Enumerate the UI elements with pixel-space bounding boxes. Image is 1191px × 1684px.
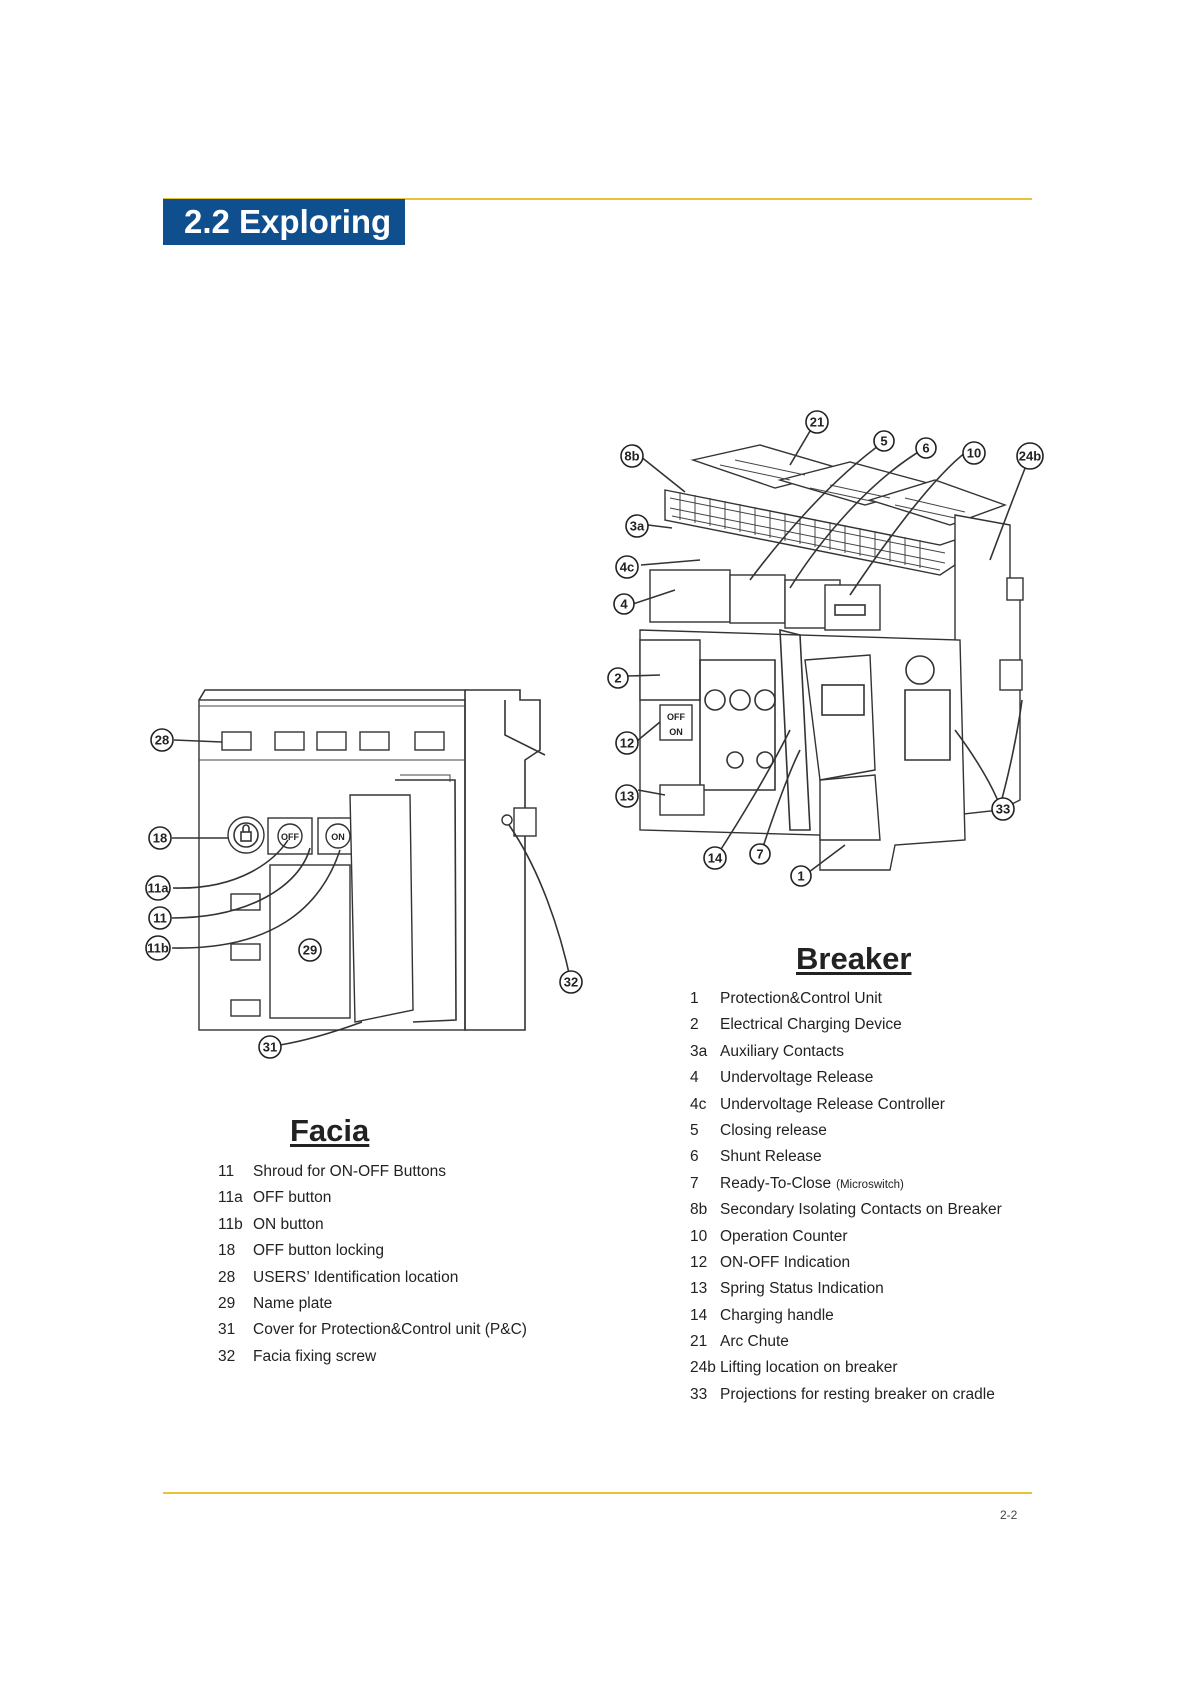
pc-cover — [349, 794, 414, 1023]
facia-callout-31: 31 — [258, 1035, 282, 1059]
section-title: 2.2 Exploring — [163, 199, 405, 245]
facia-callout-11: 11 — [148, 906, 172, 930]
svg-text:29: 29 — [303, 943, 317, 958]
facia-callout-29: 29 — [298, 938, 322, 962]
svg-text:31: 31 — [263, 1040, 277, 1055]
breaker-heading: Breaker — [796, 941, 912, 976]
page-number: 2-2 — [1000, 1508, 1018, 1522]
facia-heading: Facia — [290, 1113, 370, 1148]
svg-text:11a: 11a — [148, 881, 170, 896]
top-rule — [163, 198, 1032, 200]
facia-callout-28: 28 — [150, 728, 174, 752]
on-button — [325, 823, 351, 849]
svg-text:28: 28 — [155, 733, 169, 748]
facia-callout-18: 18 — [148, 826, 172, 850]
facia-fixing-screw — [501, 814, 513, 826]
off-button — [277, 823, 303, 849]
svg-text:18: 18 — [153, 831, 167, 846]
svg-text:11b: 11b — [147, 941, 169, 956]
facia-callout-11b: 11b — [145, 935, 171, 961]
svg-text:11: 11 — [153, 911, 167, 926]
svg-text:32: 32 — [564, 975, 578, 990]
facia-callout-32: 32 — [559, 970, 583, 994]
bottom-rule — [163, 1492, 1032, 1494]
off-button-label: OFF — [281, 832, 299, 842]
microswitch-note: (Microswitch) — [836, 1178, 904, 1191]
facia-callout-11a: 11a — [145, 875, 171, 901]
user-id-windows — [221, 731, 445, 751]
on-button-label: ON — [331, 832, 345, 842]
